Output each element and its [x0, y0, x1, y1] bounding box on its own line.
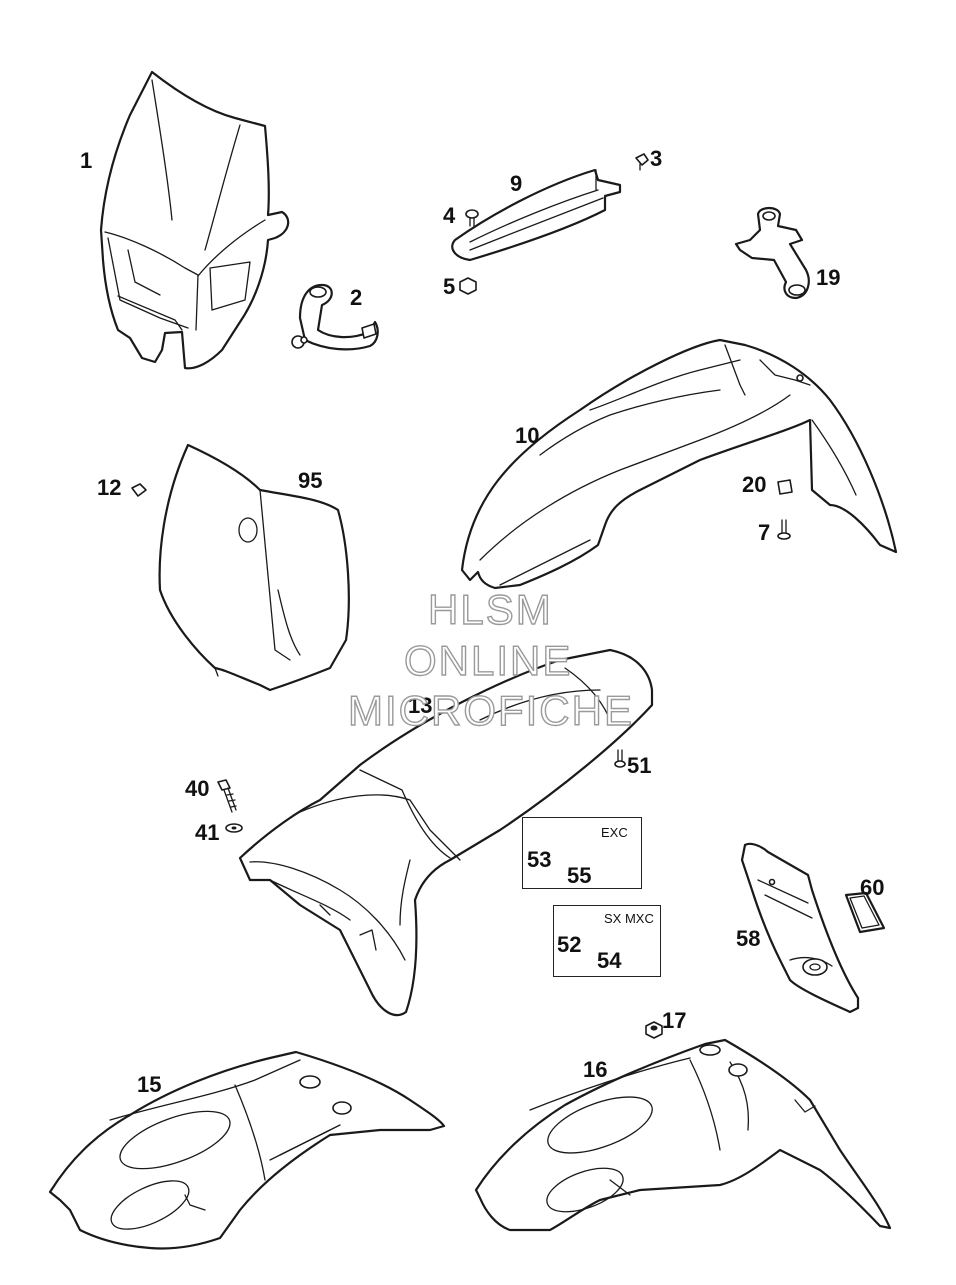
- callout-4: 4: [443, 203, 456, 228]
- callout-41: 41: [195, 820, 220, 845]
- screw-12-part: [131, 483, 147, 497]
- callout-3: 3: [650, 146, 663, 171]
- callout-58: 58: [736, 926, 761, 951]
- guard-58-part: [740, 842, 860, 1014]
- callout-16: 16: [583, 1057, 608, 1082]
- callout-53: 53: [527, 847, 552, 872]
- clamp-part: [291, 283, 379, 351]
- callout-2: 2: [350, 285, 363, 310]
- callout-15: 15: [137, 1072, 162, 1097]
- callout-40: 40: [185, 776, 210, 801]
- callout-60: 60: [860, 875, 885, 900]
- callout-54: 54: [597, 948, 622, 973]
- callout-51: 51: [627, 753, 652, 778]
- callout-7: 7: [758, 520, 771, 545]
- sxmxc-box-title: SX MXC: [604, 911, 654, 926]
- shroud-16-part: [474, 1038, 892, 1232]
- watermark-line-3: MICROFICHE: [347, 687, 634, 734]
- callout-17: 17: [662, 1008, 687, 1033]
- rear-fender-part: [238, 648, 654, 1017]
- callout-95: 95: [298, 468, 323, 493]
- washer-41-part: [225, 823, 243, 833]
- grommet-17-part: [645, 1021, 663, 1039]
- small-guard-part: [451, 168, 622, 262]
- exc-variant-box: EXC: [522, 817, 642, 889]
- callout-20: 20: [742, 472, 767, 497]
- shroud-15-part: [48, 1050, 446, 1250]
- nut-5-part: [459, 277, 477, 295]
- bracket-19-part: [734, 206, 810, 300]
- number-plate-part: [158, 443, 350, 692]
- watermark-line-2: ONLINE: [403, 637, 573, 684]
- screw-4-part: [465, 209, 479, 227]
- pad-60-part: [844, 891, 886, 934]
- screw-51-part: [614, 749, 626, 768]
- bolt-40-part: [217, 779, 237, 813]
- headlight-mask-part: [99, 70, 290, 370]
- callout-10: 10: [515, 423, 540, 448]
- callout-9: 9: [510, 171, 523, 196]
- callout-1: 1: [80, 148, 93, 173]
- callout-55: 55: [567, 863, 592, 888]
- sxmxc-variant-box: SX MXC: [553, 905, 661, 977]
- callout-12: 12: [97, 475, 122, 500]
- callout-5: 5: [443, 274, 456, 299]
- callout-13: 13: [408, 693, 433, 718]
- nut-20-part: [777, 479, 793, 495]
- callout-19: 19: [816, 265, 841, 290]
- exc-box-title: EXC: [601, 825, 628, 840]
- front-fender-part: [460, 338, 898, 590]
- screw-3-part: [635, 153, 649, 171]
- screw-7-part: [777, 519, 791, 540]
- callout-52: 52: [557, 932, 582, 957]
- watermark-line-1: HLSM: [427, 586, 553, 633]
